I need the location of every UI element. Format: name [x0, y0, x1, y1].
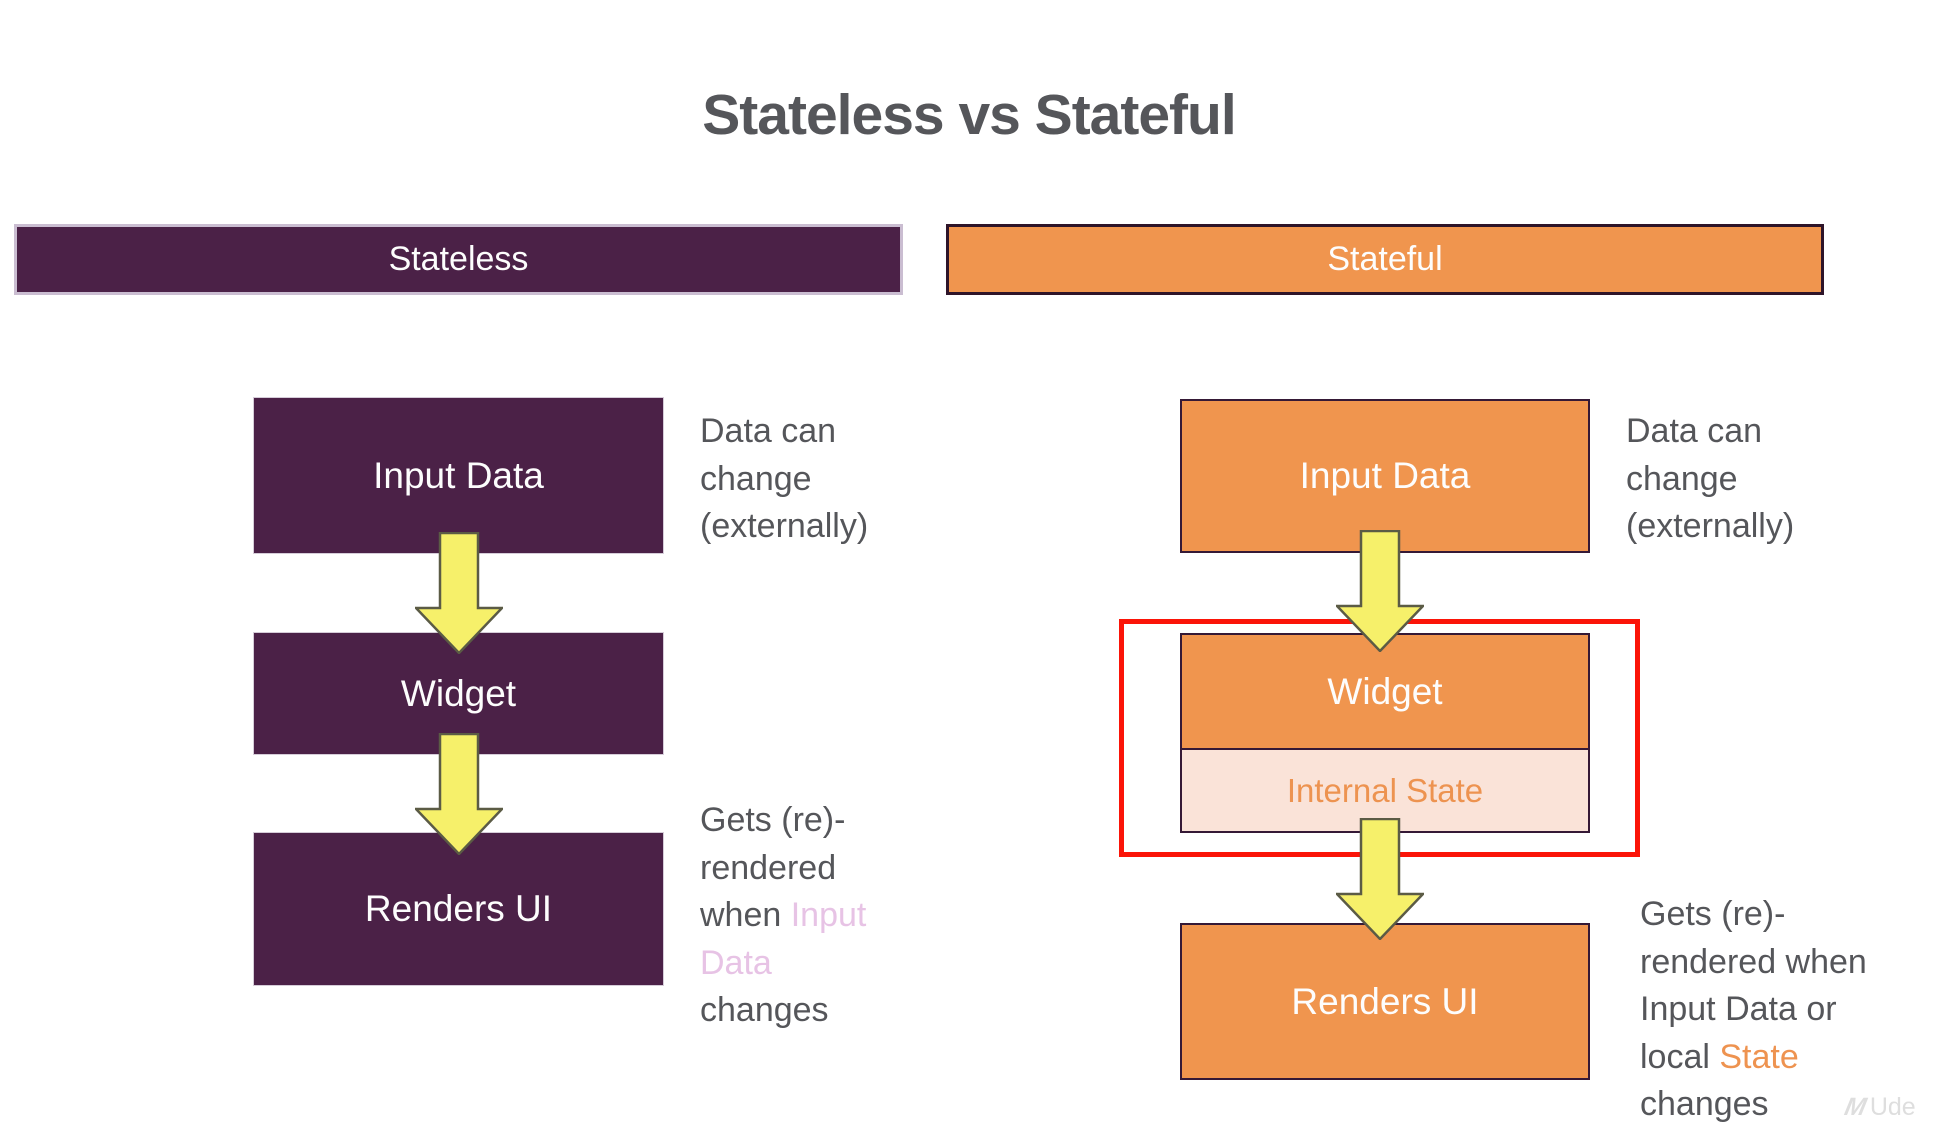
- note-line: (externally): [1626, 507, 1795, 545]
- stateless-header-label: Stateless: [388, 240, 529, 278]
- input-data-highlight: Input: [790, 896, 867, 934]
- note-text: when: [700, 896, 791, 934]
- note-line: Data can: [700, 412, 837, 450]
- stateful-renders-ui-label: Renders UI: [1291, 980, 1479, 1022]
- note-line: changes: [700, 991, 829, 1029]
- down-arrow-icon: [415, 532, 503, 654]
- stateless-renders-ui-label: Renders UI: [364, 888, 553, 929]
- down-arrow-icon: [1336, 530, 1424, 652]
- down-arrow-icon: [415, 733, 503, 855]
- stateful-renders-ui-box: Renders UI: [1180, 923, 1590, 1080]
- page-title: Stateless vs Stateful: [702, 83, 1236, 147]
- note-line: Gets (re)-: [700, 801, 846, 839]
- input-data-highlight: Data: [700, 943, 772, 982]
- stateless-rerender-note: Gets (re)- rendered when Input Data chan…: [700, 797, 866, 1035]
- stateful-internal-state-label: Internal State: [1286, 771, 1484, 809]
- stateful-widget-label: Widget: [1327, 670, 1443, 712]
- stateful-widget-box: Widget: [1180, 633, 1590, 750]
- note-line: when Input: [700, 892, 866, 940]
- stateless-input-data-label: Input Data: [373, 454, 544, 496]
- note-line: change: [700, 459, 812, 498]
- note-line: (externally): [700, 507, 869, 545]
- note-line: Gets (re)-: [1640, 895, 1786, 933]
- note-line: local State: [1640, 1034, 1867, 1082]
- note-line: rendered: [700, 848, 837, 887]
- stateless-widget-label: Widget: [400, 672, 517, 714]
- state-highlight: State: [1719, 1037, 1799, 1076]
- udemy-logo-icon: M: [1842, 1093, 1869, 1121]
- stateless-renders-ui-box: Renders UI: [253, 832, 664, 986]
- udemy-watermark: M Ude: [1842, 1093, 1916, 1122]
- stateful-data-change-note: Data can change (externally): [1626, 408, 1794, 551]
- note-line: rendered when: [1640, 942, 1867, 981]
- note-text: local: [1640, 1037, 1720, 1076]
- stateless-data-change-note: Data can change (externally): [700, 408, 868, 551]
- down-arrow-icon: [1336, 818, 1424, 940]
- stateful-rerender-note: Gets (re)- rendered when Input Data or l…: [1640, 891, 1867, 1126]
- note-line: Data can: [1626, 412, 1763, 450]
- note-line: Input Data or: [1640, 990, 1837, 1028]
- note-line: changes: [1640, 1085, 1769, 1123]
- stateful-input-data-label: Input Data: [1299, 455, 1471, 496]
- stateless-header-bar: Stateless: [14, 224, 903, 295]
- stateful-header-label: Stateful: [1327, 240, 1443, 278]
- note-line: change: [1626, 459, 1738, 498]
- stateful-header-bar: Stateful: [946, 224, 1824, 295]
- udemy-watermark-text: Ude: [1869, 1093, 1916, 1121]
- stateless-input-data-box: Input Data: [253, 397, 664, 554]
